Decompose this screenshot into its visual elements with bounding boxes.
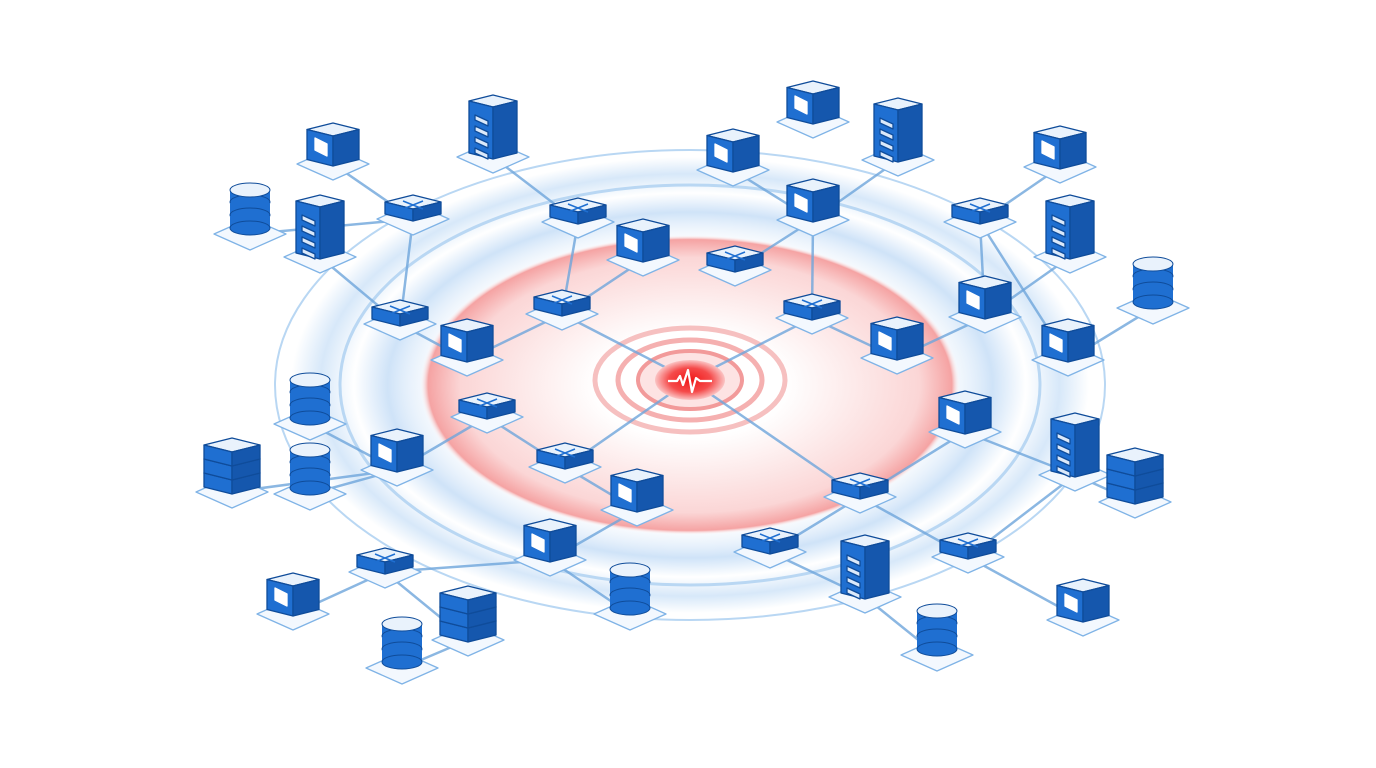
appliance-box-icon[interactable]	[606, 218, 680, 277]
database-icon[interactable]	[273, 372, 347, 441]
appliance-box-icon[interactable]	[1023, 125, 1097, 184]
network-switch-icon[interactable]	[931, 532, 1005, 574]
server-rack-icon[interactable]	[828, 534, 902, 614]
database-icon[interactable]	[273, 442, 347, 511]
appliance-box-icon[interactable]	[948, 275, 1022, 334]
appliance-box-icon[interactable]	[928, 390, 1002, 449]
network-switch-icon[interactable]	[348, 547, 422, 589]
network-switch-icon[interactable]	[528, 442, 602, 484]
database-icon[interactable]	[365, 616, 439, 685]
appliance-box-icon[interactable]	[296, 122, 370, 181]
appliance-box-icon[interactable]	[430, 318, 504, 377]
database-icon[interactable]	[1116, 256, 1190, 325]
appliance-box-icon[interactable]	[860, 316, 934, 375]
ring-outline	[274, 149, 1106, 621]
server-rack-icon[interactable]	[1033, 194, 1107, 274]
server-rack-icon[interactable]	[1038, 412, 1112, 492]
appliance-box-icon[interactable]	[360, 428, 434, 487]
appliance-box-icon[interactable]	[256, 572, 330, 631]
database-icon[interactable]	[900, 603, 974, 672]
devices	[195, 80, 1190, 685]
server-stack-icon[interactable]	[431, 585, 505, 657]
pulse-ring	[615, 337, 765, 423]
network-switch-icon[interactable]	[363, 299, 437, 341]
heartbeat-pulse-icon	[668, 368, 712, 394]
appliance-box-icon[interactable]	[600, 468, 674, 527]
network-switch-icon[interactable]	[525, 289, 599, 331]
appliance-box-icon[interactable]	[776, 178, 850, 237]
database-icon[interactable]	[213, 182, 287, 251]
database-icon[interactable]	[593, 562, 667, 631]
network-switch-icon[interactable]	[823, 472, 897, 514]
server-rack-icon[interactable]	[283, 194, 357, 274]
network-switch-icon[interactable]	[698, 245, 772, 287]
network-switch-icon[interactable]	[775, 293, 849, 335]
network-switch-icon[interactable]	[733, 527, 807, 569]
network-switch-icon[interactable]	[376, 194, 450, 236]
alert-core	[655, 360, 725, 400]
server-stack-icon[interactable]	[195, 437, 269, 509]
network-switch-icon[interactable]	[450, 392, 524, 434]
network-switch-icon[interactable]	[943, 197, 1017, 239]
appliance-box-icon[interactable]	[1031, 318, 1105, 377]
appliance-box-icon[interactable]	[1046, 578, 1120, 637]
ring-outline	[338, 183, 1042, 587]
network-link	[689, 378, 861, 499]
server-rack-icon[interactable]	[456, 94, 530, 174]
pulse-ring	[592, 325, 788, 435]
appliance-box-icon[interactable]	[696, 128, 770, 187]
server-rack-icon[interactable]	[861, 97, 935, 177]
network-switch-icon[interactable]	[541, 197, 615, 239]
server-stack-icon[interactable]	[1098, 447, 1172, 519]
appliance-box-icon[interactable]	[513, 518, 587, 577]
appliance-box-icon[interactable]	[776, 80, 850, 139]
